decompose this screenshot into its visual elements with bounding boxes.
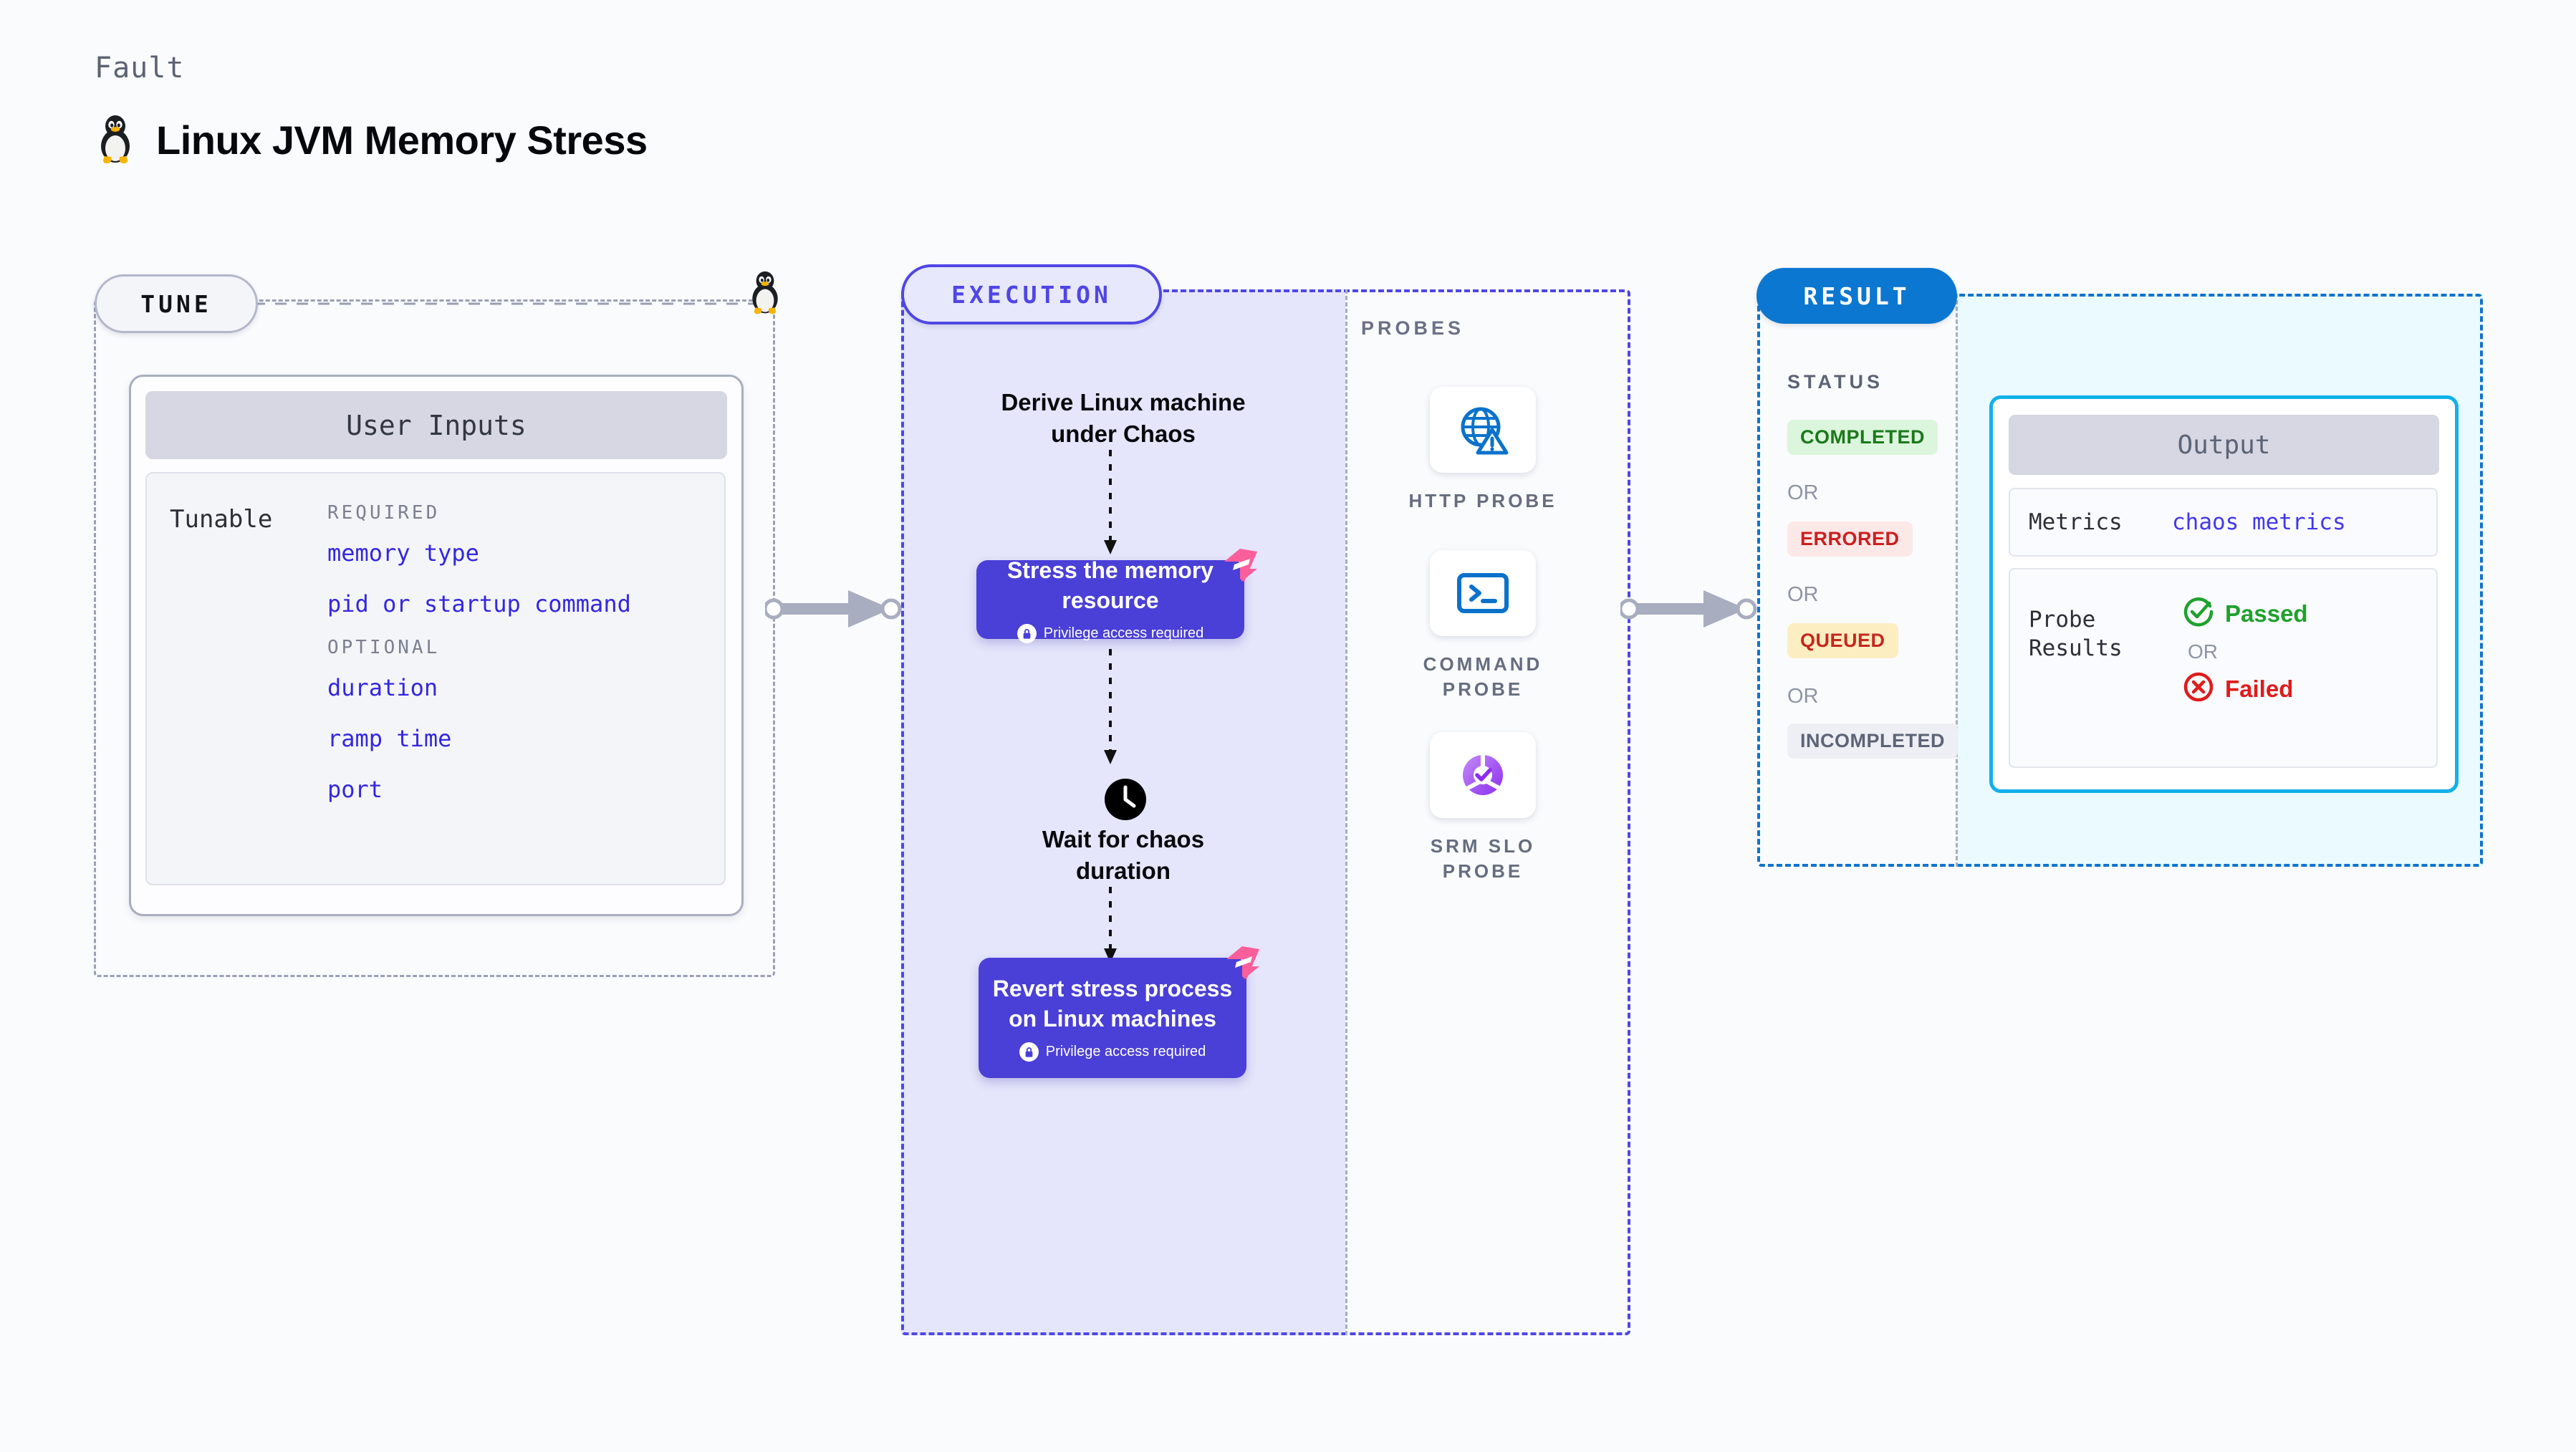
execution-probes-divider bbox=[1345, 289, 1347, 1335]
check-circle-icon bbox=[2183, 597, 2214, 630]
privilege-note: Privilege access required bbox=[1017, 624, 1204, 644]
probes-section-label: PROBES bbox=[1361, 317, 1465, 339]
privilege-note-text: Privilege access required bbox=[1043, 625, 1204, 642]
output-probe-results-row: Probe Results Passed OR bbox=[2009, 568, 2438, 768]
probe-http[interactable]: HTTP PROBE bbox=[1400, 387, 1565, 514]
probe-command[interactable]: COMMAND PROBE bbox=[1400, 550, 1565, 702]
execution-pill[interactable]: EXECUTION bbox=[901, 264, 1162, 324]
execution-node-stress[interactable]: Stress the memory resource Privilege acc… bbox=[976, 549, 1257, 644]
probe-http-label: HTTP PROBE bbox=[1408, 490, 1557, 511]
tunable-item[interactable]: ramp time bbox=[327, 725, 452, 752]
probe-passed-label: Passed bbox=[2225, 600, 2308, 627]
terminal-icon bbox=[1430, 550, 1536, 636]
flow-arrow-down bbox=[1104, 450, 1117, 554]
tux-penguin-marker-icon bbox=[746, 271, 784, 319]
probe-srm-slo[interactable]: SRM SLO PROBE bbox=[1400, 732, 1565, 884]
tunable-label: Tunable bbox=[170, 505, 273, 534]
result-panel bbox=[1757, 294, 2483, 867]
output-probe-results-key: Probe Results bbox=[2029, 607, 2123, 662]
probe-result-or-label: OR bbox=[2188, 640, 2218, 663]
probe-srm-slo-label: SRM SLO PROBE bbox=[1430, 835, 1536, 883]
tunable-body: Tunable REQUIRED memory type pid or star… bbox=[145, 472, 726, 885]
output-card-title: Output bbox=[2009, 415, 2439, 475]
probe-result-passed: Passed bbox=[2183, 597, 2308, 630]
fault-title-row: Linux JVM Memory Stress bbox=[95, 115, 648, 165]
execution-node-stress-title: Stress the memory resource bbox=[1006, 557, 1214, 613]
probe-command-label: COMMAND PROBE bbox=[1423, 653, 1543, 701]
privilege-note-text: Privilege access required bbox=[1045, 1044, 1206, 1060]
page-title: Linux JVM Memory Stress bbox=[156, 117, 648, 163]
status-section-label: STATUS bbox=[1787, 371, 1883, 393]
tunable-group-heading-required: REQUIRED bbox=[327, 502, 441, 524]
tunable-group-heading-optional: OPTIONAL bbox=[327, 637, 441, 658]
status-badge-incompleted: INCOMPLETED bbox=[1787, 723, 1959, 759]
tune-dashed-link bbox=[254, 302, 769, 305]
tune-panel bbox=[94, 299, 775, 977]
globe-warning-icon bbox=[1430, 387, 1536, 473]
result-panel-divider bbox=[1956, 294, 1958, 867]
result-pill[interactable]: RESULT bbox=[1756, 268, 1957, 324]
tux-penguin-icon bbox=[95, 115, 136, 165]
connector-tune-to-execution[interactable] bbox=[765, 580, 908, 638]
status-badge-errored: ERRORED bbox=[1787, 521, 1913, 557]
fault-eyebrow-label: Fault bbox=[95, 52, 185, 85]
clock-icon bbox=[1103, 777, 1148, 822]
output-metrics-key: Metrics bbox=[2029, 509, 2123, 535]
tunable-item[interactable]: memory type bbox=[327, 539, 479, 567]
output-probe-results-values: Passed OR Failed bbox=[2183, 597, 2308, 706]
user-inputs-card: User Inputs Tunable REQUIRED memory type… bbox=[129, 375, 744, 916]
tunable-item[interactable]: pid or startup command bbox=[327, 590, 631, 617]
harness-logo-icon bbox=[1221, 941, 1265, 985]
connector-execution-to-result[interactable] bbox=[1620, 580, 1764, 638]
status-badge-completed: COMPLETED bbox=[1787, 420, 1938, 455]
tune-pill[interactable]: TUNE bbox=[95, 274, 258, 333]
output-metrics-value[interactable]: chaos metrics bbox=[2172, 509, 2346, 535]
status-or-label: OR bbox=[1787, 481, 1819, 504]
execution-step-derive-label: Derive Linux machine under Chaos bbox=[1001, 389, 1246, 447]
status-or-label: OR bbox=[1787, 685, 1819, 708]
status-badge-queued: QUEUED bbox=[1787, 623, 1898, 658]
lock-icon bbox=[1019, 1042, 1039, 1062]
output-metrics-row: Metrics chaos metrics bbox=[2009, 488, 2438, 557]
x-circle-icon bbox=[2183, 672, 2214, 706]
tunable-item[interactable]: duration bbox=[327, 674, 438, 701]
status-or-label: OR bbox=[1787, 583, 1819, 606]
execution-node-revert[interactable]: Revert stress process on Linux machines … bbox=[979, 946, 1259, 1078]
tunable-item[interactable]: port bbox=[327, 776, 383, 803]
flow-arrow-down bbox=[1104, 649, 1117, 764]
lock-icon bbox=[1017, 624, 1037, 644]
flow-arrow-down bbox=[1104, 887, 1117, 963]
harness-logo-icon bbox=[1219, 543, 1263, 587]
tunable-list: REQUIRED memory type pid or startup comm… bbox=[327, 502, 700, 827]
slo-donut-check-icon bbox=[1430, 732, 1536, 818]
execution-probes-panel bbox=[901, 289, 1630, 1335]
execution-step-wait-label: Wait for chaos duration bbox=[1042, 826, 1205, 884]
output-card: Output Metrics chaos metrics Probe Resul… bbox=[1989, 395, 2459, 793]
privilege-note: Privilege access required bbox=[1019, 1042, 1206, 1062]
probe-failed-label: Failed bbox=[2225, 675, 2294, 702]
user-inputs-card-title: User Inputs bbox=[145, 391, 727, 459]
execution-node-revert-title: Revert stress process on Linux machines bbox=[992, 975, 1233, 1032]
probe-result-failed: Failed bbox=[2183, 672, 2308, 706]
